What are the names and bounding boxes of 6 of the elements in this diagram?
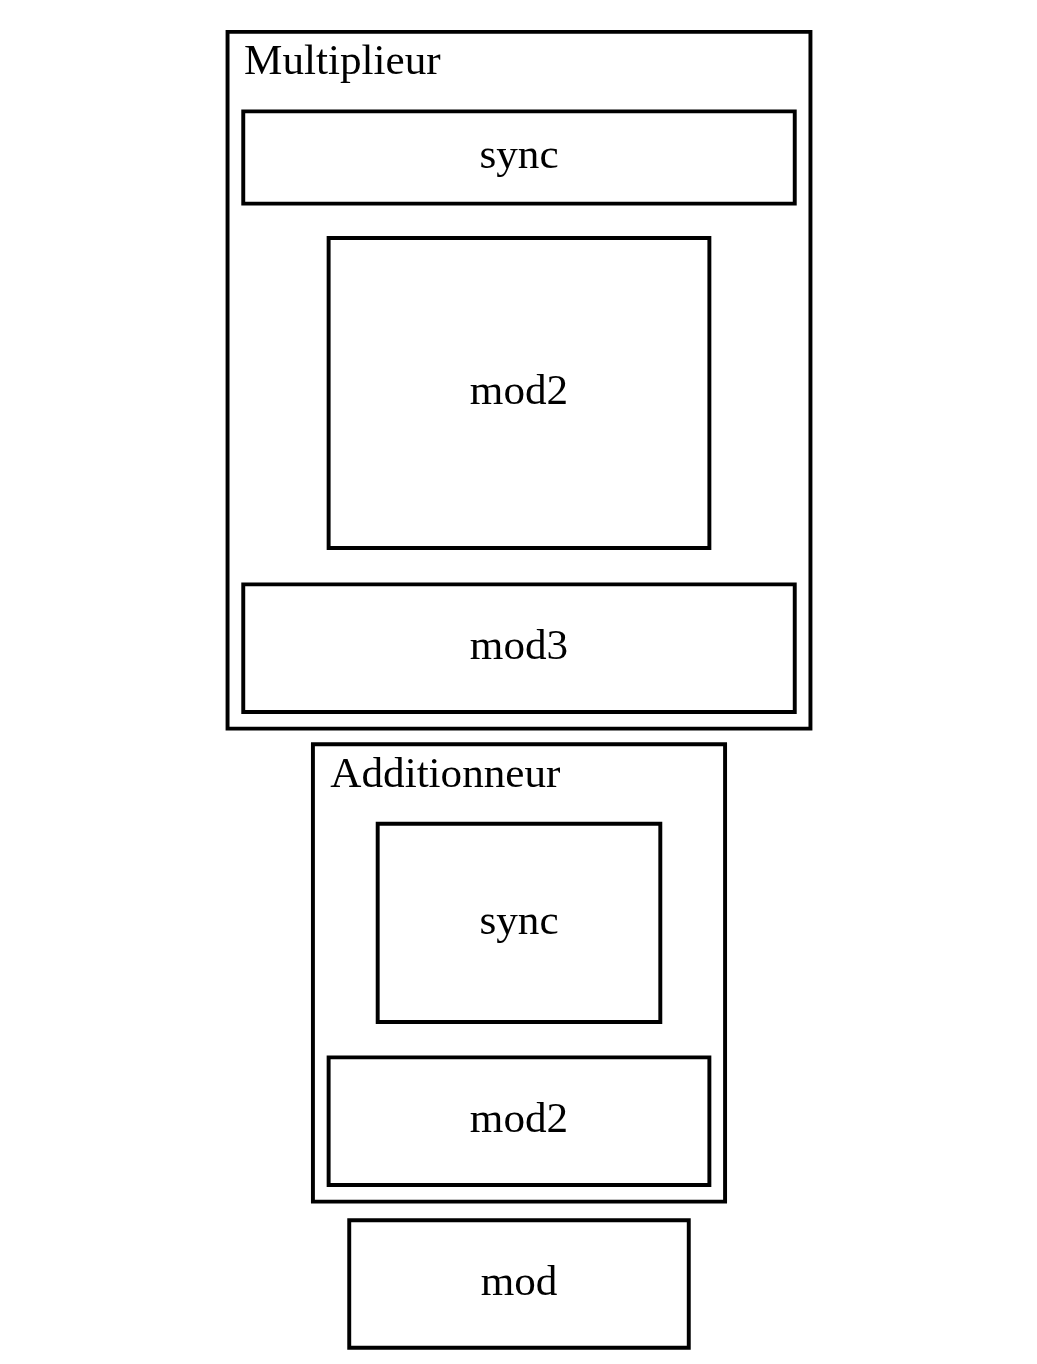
node-box: sync bbox=[240, 109, 797, 206]
node-box: mod3 bbox=[240, 582, 797, 714]
node-box: mod bbox=[346, 1218, 691, 1350]
node-box: mod2 bbox=[326, 1055, 711, 1187]
node-box: sync bbox=[375, 821, 662, 1024]
node-box: mod2 bbox=[326, 236, 711, 550]
